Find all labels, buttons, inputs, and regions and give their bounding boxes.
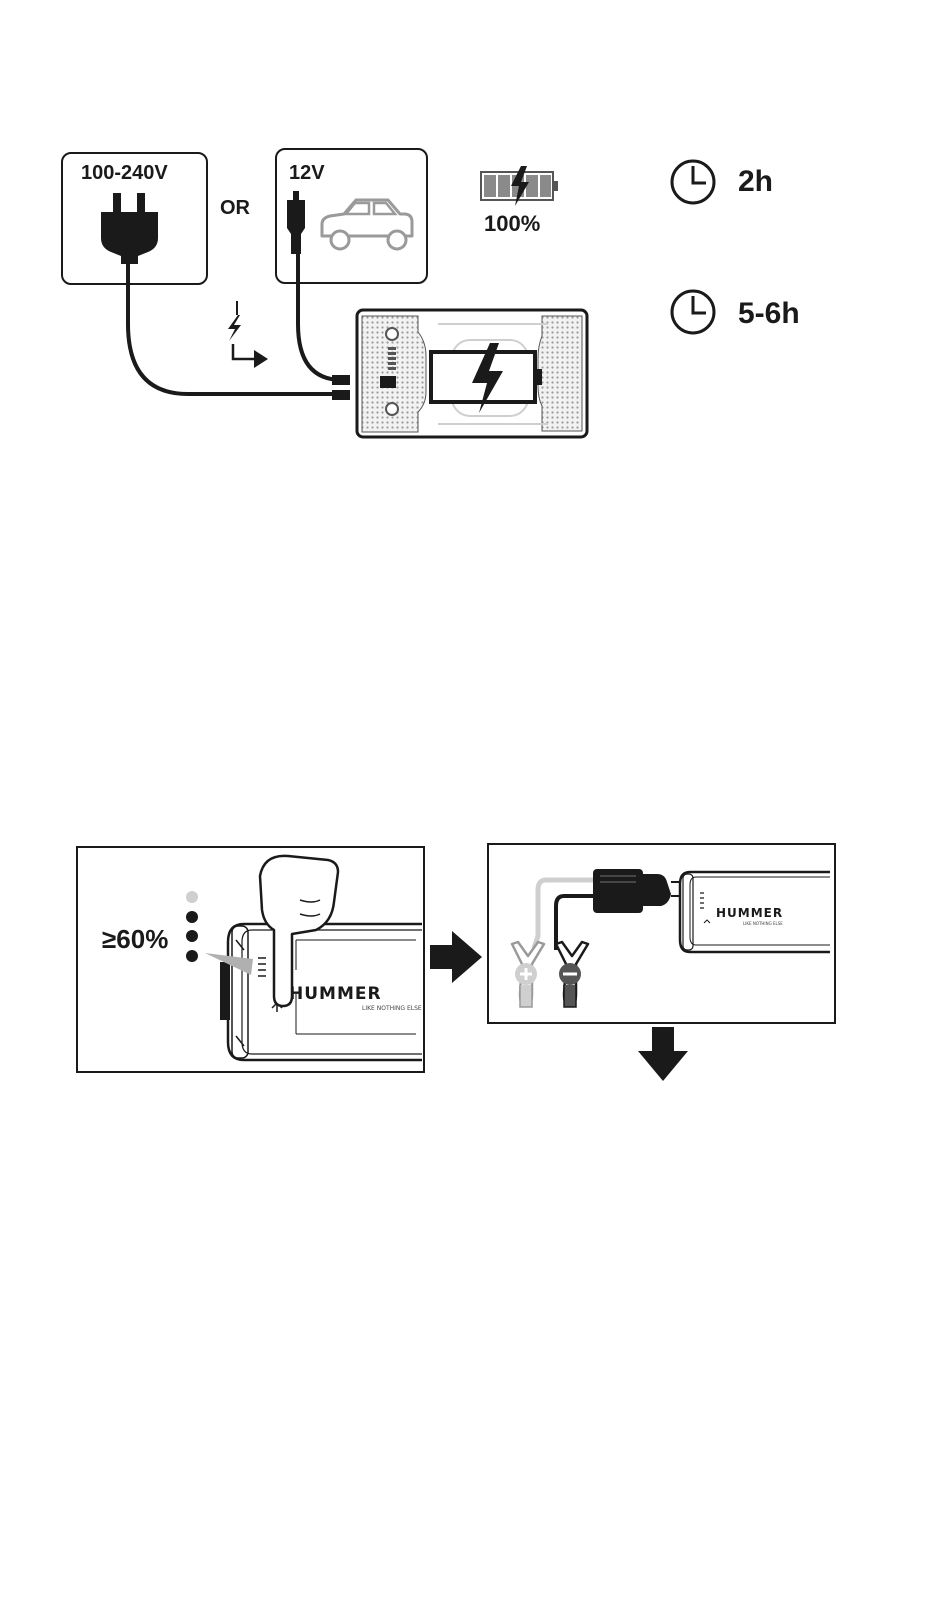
ac-voltage-label: 100-240V: [81, 162, 168, 185]
brand-tagline: LIKE NOTHING ELSE: [362, 1005, 422, 1012]
brand-tagline: LIKE NOTHING ELSE: [743, 921, 783, 926]
ac-adapter-panel: 100-240V: [61, 152, 208, 285]
car-charger-panel: 12V: [275, 148, 428, 284]
brand-logo: HUMMER: [289, 984, 382, 1004]
lightning-icon: [511, 166, 529, 206]
battery-percent-label: 100%: [484, 211, 540, 237]
brand-logo: HUMMER: [716, 906, 783, 920]
time-car-label: 5-6h: [738, 297, 800, 331]
car-voltage-label: 12V: [289, 162, 325, 185]
power-check-panel: [76, 846, 425, 1073]
time-ac-label: 2h: [738, 165, 773, 199]
or-label: OR: [220, 197, 250, 220]
jump-start-panel: [487, 843, 836, 1024]
threshold-label: ≥60%: [102, 924, 168, 955]
